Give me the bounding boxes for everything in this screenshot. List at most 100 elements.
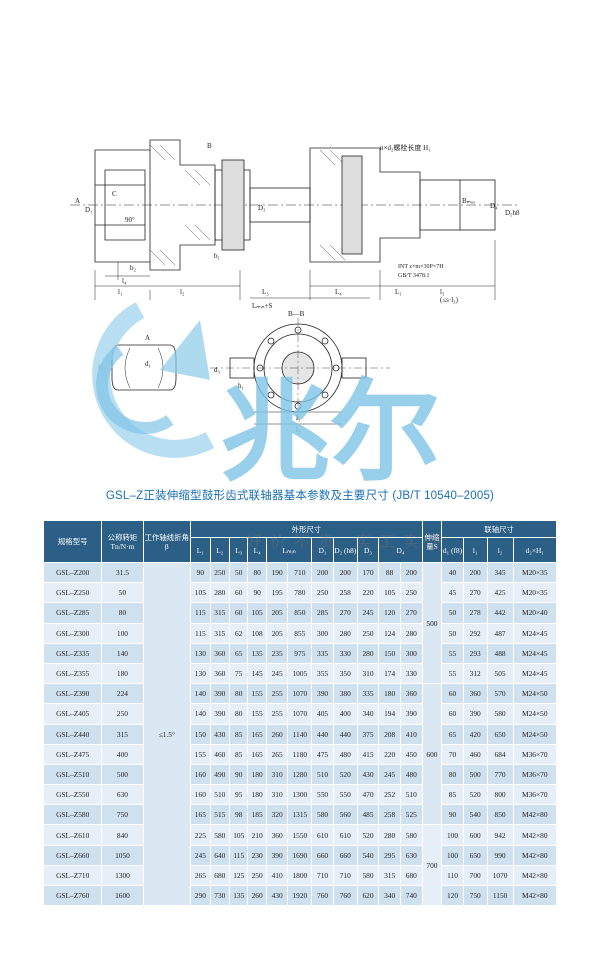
table-cell: 312 [462,662,488,685]
table-cell: 360 [209,662,231,685]
table-cell: 710 [332,864,358,887]
table-cell: 390 [311,683,334,705]
table-cell: 580 [486,703,514,725]
label-angle: 90° [125,216,135,224]
table-cell: 70 [441,743,464,765]
table-cell: 150 [190,723,211,745]
table-cell: 155 [247,703,267,725]
label-c: C [112,190,117,198]
header-col: L₃ [229,537,249,563]
table-cell: 650 [462,844,488,866]
table-cell: 1920 [287,884,313,907]
table-cell: 135 [229,884,249,907]
table-cell: 580 [209,824,231,846]
table-cell: 1300 [101,864,144,887]
table-cell: 200 [399,561,423,584]
table-cell: 260 [247,884,267,907]
table-cell: 405 [311,703,334,725]
table-cell: 1800 [287,864,313,887]
table-cell: 610 [311,824,334,846]
table-cell: 360 [462,683,488,705]
table-cell: 194 [378,703,401,725]
label-bolt-note: n×d₂螺栓长度 H₁ [380,143,431,152]
table-cell: 1315 [287,804,313,826]
table-cell: 515 [209,804,231,826]
table-cell: GSL–Z580 [42,804,103,826]
table-cell: 260 [265,723,289,745]
table-cell: 490 [209,763,231,786]
table-cell: 470 [356,784,380,806]
table-cell: 460 [209,743,231,765]
table-cell: 380 [332,683,358,705]
table-cell: 360 [209,642,231,664]
table-cell: 100 [441,844,464,866]
table-cell: 50 [229,561,249,584]
table-cell: 480 [332,743,358,765]
table-cell: 850 [486,804,514,826]
table-cell: 550 [311,784,334,806]
table-cell: 855 [287,622,313,644]
table-cell: 80 [101,602,144,624]
header-stroke: 伸缩量S [421,520,443,563]
table-cell: 570 [486,683,514,705]
table-cell: 310 [356,662,380,685]
table-cell: 315 [378,864,401,887]
table-cell: M36×70 [512,784,558,806]
table-cell: 65 [441,723,464,745]
table-cell: 660 [332,844,358,866]
table-cell: 110 [441,864,464,887]
table-cell: 140 [190,703,211,725]
table-cell: GSL–Z660 [42,844,103,866]
table-cell: 800 [486,784,514,806]
table-cell: 124 [378,622,401,644]
table-cell: 425 [486,582,514,604]
table-cell: 292 [462,622,488,644]
table-cell: 560 [332,804,358,826]
table-cell: 265 [265,743,289,765]
table-cell: 55 [441,662,464,685]
table-cell: 255 [265,703,289,725]
table-cell: 250 [399,582,423,604]
header-link-col: l₂ [486,537,514,563]
watermark-logo-text: 兆尔 [220,368,440,496]
table-cell: M42×80 [512,884,558,907]
table-cell: 750 [101,804,144,826]
table-cell: 540 [356,844,380,866]
label-a: A [75,197,80,205]
table-cell: 315 [209,622,231,644]
table-cell: 80 [441,763,464,786]
table-cell: 120 [441,884,464,907]
table-cell: 510 [209,784,231,806]
header-link-col: d₁ (f8) [441,537,464,563]
table-cell: 220 [378,743,401,765]
table-cell: 480 [399,763,423,786]
table-cell: 580 [356,864,380,887]
table-cell: 1050 [101,844,144,866]
label-l2-section: l₂ [296,426,301,434]
table-cell: 105 [378,582,401,604]
table-cell: 660 [311,844,334,866]
table-cell: M24×50 [512,683,558,705]
header-angle: 工作轴线折角 β [142,520,192,563]
table-cell: 1280 [287,763,313,786]
label-l1: l₁ [118,288,122,296]
table-cell: 520 [356,824,380,846]
table-cell: M24×50 [512,723,558,745]
table-cell: 320 [265,804,289,826]
table-cell: M36×70 [512,763,558,786]
table-cell: 250 [247,864,267,887]
table-cell: 80 [229,683,249,705]
table-cell: 80 [247,561,267,584]
table-cell: 165 [190,804,211,826]
table-cell: 60 [441,683,464,705]
table-cell: 500 [462,763,488,786]
table-cell: 440 [311,723,334,745]
table-cell: 90 [247,582,267,604]
table-cell: 258 [378,804,401,826]
table-cell: 45 [441,582,464,604]
table-cell: 485 [356,804,380,826]
header-col: L₁ [190,537,211,563]
